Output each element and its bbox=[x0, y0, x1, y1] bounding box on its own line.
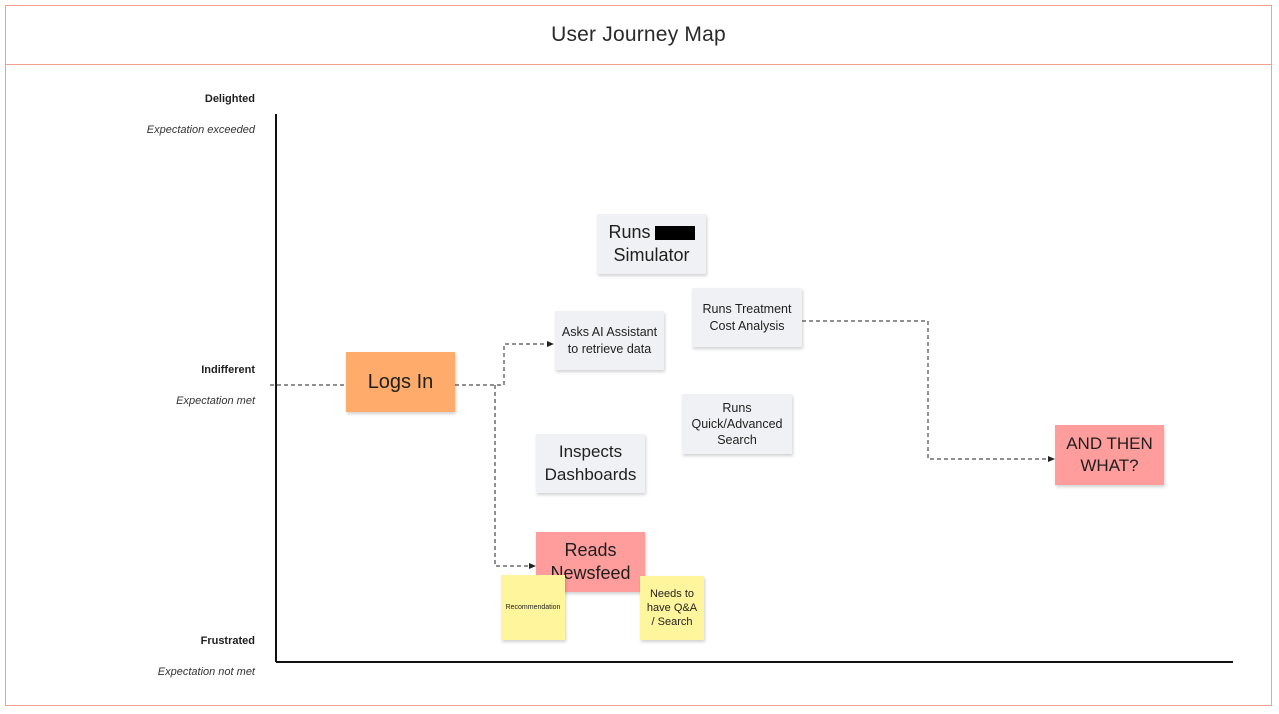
redaction-block bbox=[654, 225, 695, 240]
connector-login-to-ai bbox=[455, 343, 548, 386]
note-and-then-what[interactable]: AND THEN WHAT? bbox=[1055, 425, 1164, 485]
arrow-then bbox=[1048, 456, 1055, 462]
connector-login-to-newsfeed bbox=[494, 385, 530, 567]
level-frustrated-sub: Expectation not met bbox=[157, 666, 255, 678]
note-logs-in[interactable]: Logs In bbox=[346, 352, 455, 412]
arrow-ai bbox=[547, 341, 554, 347]
note-reads-newsfeed[interactable]: Reads Newsfeed bbox=[536, 532, 645, 592]
arrow-newsfeed bbox=[529, 563, 536, 569]
level-frustrated: Frustrated bbox=[200, 635, 255, 647]
note-needs-qa[interactable]: Needs to have Q&A / Search bbox=[640, 576, 704, 640]
note-logs-in-text: Logs In bbox=[367, 371, 434, 393]
note-runs-simulator-line1: Runs bbox=[608, 221, 695, 244]
page-title: User Journey Map bbox=[551, 22, 726, 46]
note-ai-assistant[interactable]: Asks AI Assistant to retrieve data bbox=[555, 311, 664, 370]
header: User Journey Map bbox=[5, 5, 1272, 65]
note-runs-simulator[interactable]: Runs Simulator bbox=[597, 214, 706, 274]
note-treatment-cost[interactable]: Runs Treatment Cost Analysis bbox=[692, 288, 802, 347]
note-recommendation[interactable]: Recommendation bbox=[501, 575, 565, 640]
board-frame bbox=[5, 5, 1272, 706]
note-quick-search-text: Runs Quick/Advanced Search bbox=[691, 400, 783, 448]
connector-cost-to-then bbox=[802, 320, 1048, 460]
note-treatment-cost-text: Runs Treatment Cost Analysis bbox=[702, 302, 792, 333]
level-indifferent: Indifferent bbox=[201, 364, 255, 376]
level-delighted-sub: Expectation exceeded bbox=[146, 124, 255, 136]
note-needs-qa-text: Needs to have Q&A / Search bbox=[646, 587, 698, 629]
note-inspects-dashboards-text: Inspects Dashboards bbox=[544, 442, 637, 484]
note-and-then-what-text: AND THEN WHAT? bbox=[1066, 433, 1153, 475]
note-inspects-dashboards[interactable]: Inspects Dashboards bbox=[536, 434, 645, 493]
note-ai-assistant-text: Asks AI Assistant to retrieve data bbox=[561, 325, 658, 356]
note-recommendation-text: Recommendation bbox=[505, 603, 561, 611]
level-delighted: Delighted bbox=[204, 93, 255, 105]
level-indifferent-sub: Expectation met bbox=[176, 395, 255, 407]
note-reads-newsfeed-text: Reads Newsfeed bbox=[550, 539, 631, 583]
note-quick-search[interactable]: Runs Quick/Advanced Search bbox=[682, 394, 792, 454]
note-runs-simulator-line2: Simulator bbox=[613, 245, 690, 265]
